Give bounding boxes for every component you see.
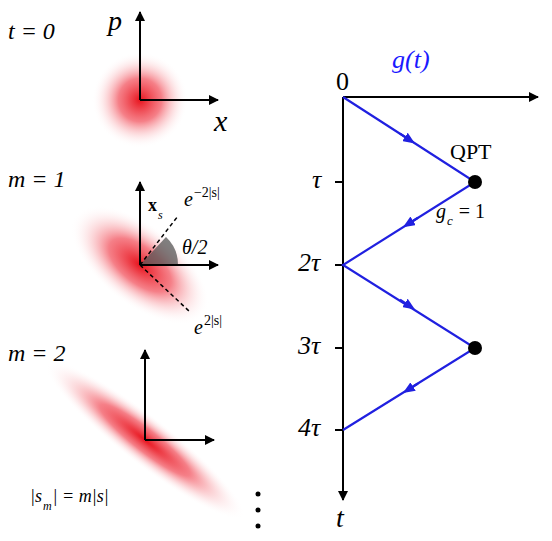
formula-subscript: m	[43, 500, 52, 513]
x-axis	[145, 439, 214, 441]
axis-label: p	[108, 6, 122, 37]
width-label: e	[194, 316, 203, 338]
tick-label: τ	[312, 166, 321, 195]
ellipsis-dot	[256, 524, 261, 529]
tick	[335, 181, 343, 183]
width-exponent: 2|s|	[204, 313, 222, 328]
direction-arrow	[400, 134, 410, 141]
g-axis	[343, 96, 538, 98]
tick	[335, 347, 343, 349]
squeezed-state	[51, 183, 229, 347]
direction-arrow	[400, 300, 410, 307]
p-axis	[139, 182, 141, 265]
axis-title: g(t)	[392, 46, 430, 75]
major-axis-line	[140, 265, 190, 312]
width-label: e	[184, 188, 193, 210]
critical-point	[468, 175, 482, 189]
tick	[335, 429, 343, 431]
axis-label: t	[336, 503, 344, 534]
minor-axis-line	[140, 216, 178, 265]
axis-label: x	[214, 104, 227, 137]
p-axis	[144, 350, 146, 440]
squeezed-state	[32, 344, 259, 536]
step-label: m = 2	[8, 340, 66, 366]
angle-label: θ/2	[182, 236, 207, 258]
ellipsis-dot	[256, 508, 261, 513]
tick-label: 3τ	[298, 332, 320, 361]
critical-label: = 1	[454, 200, 485, 222]
width-exponent: −2|s|	[194, 185, 220, 200]
direction-arrow	[408, 384, 418, 390]
x-axis	[140, 99, 218, 101]
tick-label: 2τ	[298, 249, 320, 278]
time-axis	[342, 97, 344, 500]
formula-label: | = m|s|	[53, 487, 109, 507]
origin-label: 0	[336, 68, 349, 97]
critical-label: g	[436, 200, 446, 222]
formula-label: |s	[30, 487, 42, 507]
critical-point	[468, 341, 482, 355]
transition-label: QPT	[450, 140, 492, 164]
x-axis	[140, 264, 218, 266]
p-axis	[139, 12, 141, 100]
vector-subscript: s	[158, 209, 163, 222]
ellipsis-dot	[256, 492, 261, 497]
critical-subscript: c	[447, 214, 453, 228]
direction-arrow	[408, 218, 418, 224]
vector-label: x	[148, 196, 157, 216]
step-label: m = 1	[8, 166, 66, 192]
tick-label: 4τ	[298, 414, 320, 443]
time-label: t = 0	[8, 18, 55, 44]
